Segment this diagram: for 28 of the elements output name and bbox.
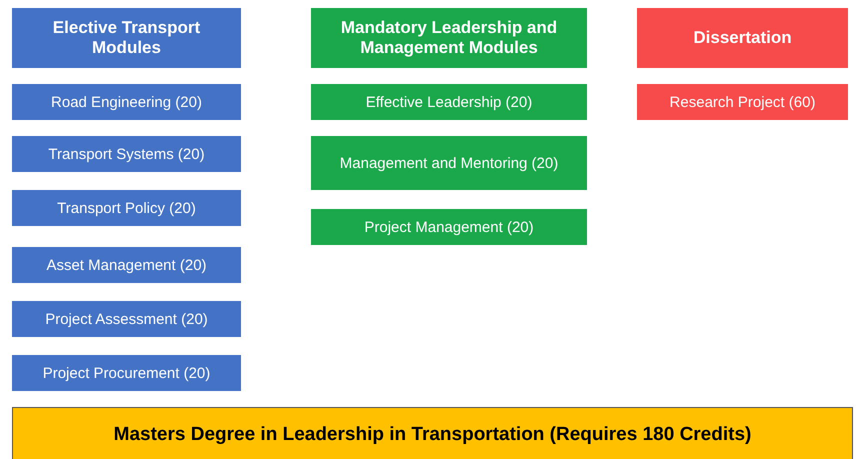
module-name: Effective Leadership (20)	[366, 94, 532, 110]
module-box	[311, 84, 587, 120]
module-box	[12, 247, 241, 283]
module-box	[637, 84, 848, 120]
module-box	[311, 136, 587, 190]
heading-text: Mandatory Leadership and Management Modules	[340, 18, 558, 58]
module-name: Project Assessment (20)	[45, 310, 208, 328]
heading-text: Dissertation	[693, 28, 792, 48]
module-box	[311, 209, 587, 245]
module-box	[12, 355, 241, 391]
module-name: Transport Policy (20)	[57, 200, 196, 216]
heading-text: Elective Transport Modules	[52, 18, 202, 58]
module-name: Research Project (60)	[670, 94, 816, 110]
module-group-header	[12, 8, 241, 68]
module-name: Management and Mentoring (20)	[340, 154, 558, 172]
module-group-header	[637, 8, 848, 68]
module-name: Transport Systems (20)	[48, 146, 205, 162]
module-group-header	[311, 8, 587, 68]
module-name: Project Management (20)	[364, 218, 534, 236]
module-name: Asset Management (20)	[46, 256, 207, 274]
heading-text: Masters Degree in Leadership in Transportation (Requires 180 Credits)	[114, 424, 752, 446]
degree-banner	[12, 407, 853, 459]
module-box	[12, 136, 241, 172]
module-box	[12, 84, 241, 120]
module-box	[12, 301, 241, 337]
module-name: Project Procurement (20)	[42, 364, 210, 382]
module-name: Road Engineering (20)	[51, 94, 202, 110]
module-box	[12, 190, 241, 226]
